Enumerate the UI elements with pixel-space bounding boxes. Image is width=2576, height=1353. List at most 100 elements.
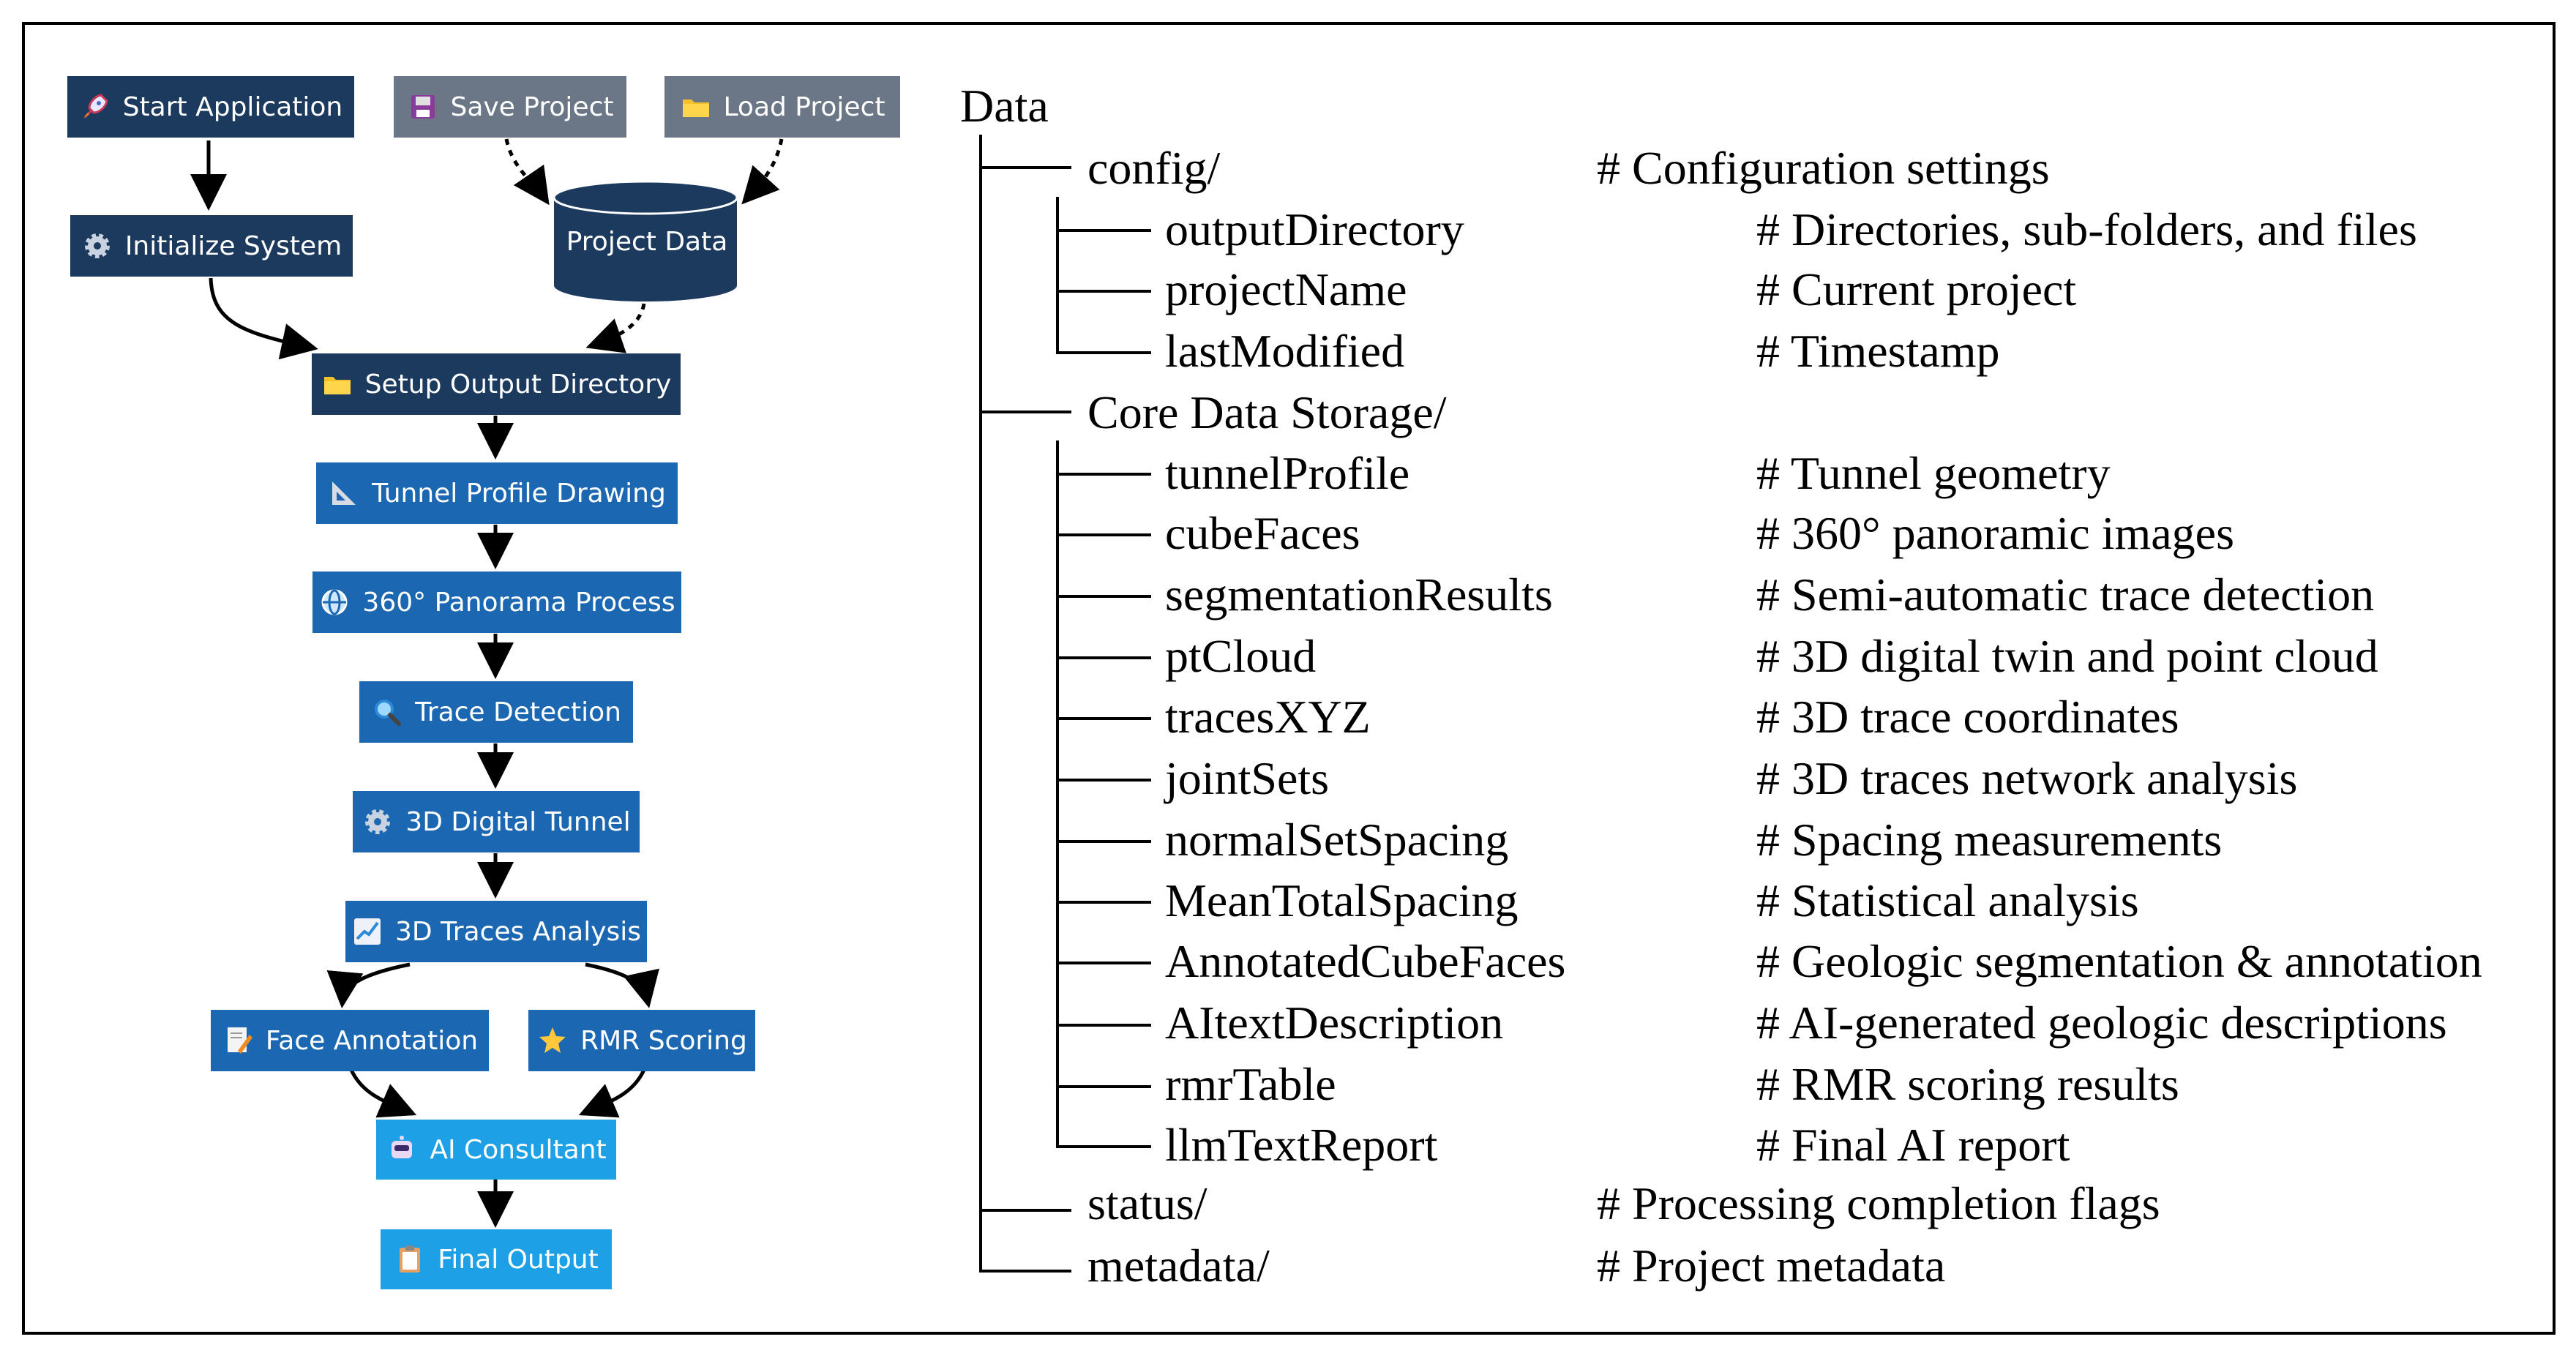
tunnel-profile-drawing-node: Tunnel Profile Drawing xyxy=(316,462,678,524)
tree-item-name: AnnotatedCubeFaces xyxy=(1165,935,1566,987)
line-chart-icon xyxy=(351,915,383,948)
tree-item-comment: # Timestamp xyxy=(1756,325,2000,377)
floppy-disk-icon xyxy=(407,91,439,123)
arrow-save-to-projectdata xyxy=(504,138,550,206)
digital-tunnel-node: 3D Digital Tunnel xyxy=(353,791,640,852)
tree-branch-line xyxy=(1056,717,1151,720)
digital-tunnel-label: 3D Digital Tunnel xyxy=(405,806,631,837)
start-application-node: Start Application xyxy=(67,76,354,138)
tree-item-comment: # 360° panoramic images xyxy=(1756,507,2234,559)
tree-item-comment: # 3D digital twin and point cloud xyxy=(1756,630,2378,682)
arrow-projectdata-to-setup xyxy=(585,303,646,353)
panorama-process-node: 360° Panorama Process xyxy=(312,571,681,633)
tree-item-name: segmentationResults xyxy=(1165,569,1553,621)
figure-border xyxy=(22,22,2556,1335)
tree-branch-line xyxy=(1056,840,1151,843)
tree-status-name: status/ xyxy=(1087,1177,1208,1229)
folder-icon xyxy=(321,368,353,400)
rocket-icon xyxy=(79,91,111,123)
tree-branch-line xyxy=(1056,290,1151,293)
tree-branch-core xyxy=(979,411,1071,413)
initialize-system-label: Initialize System xyxy=(124,231,342,261)
tree-item-name: rmrTable xyxy=(1165,1058,1336,1110)
tree-item-name: AItextDescription xyxy=(1165,997,1504,1049)
arrow-analysis-to-face xyxy=(326,962,411,1008)
tree-branch-line xyxy=(1056,779,1151,782)
tree-item-name: jointSets xyxy=(1165,752,1330,804)
tree-metadata-name: metadata/ xyxy=(1087,1240,1270,1292)
rmr-scoring-label: RMR Scoring xyxy=(580,1025,747,1056)
flowchart-connectors xyxy=(190,138,784,1228)
trace-detection-node: Trace Detection xyxy=(359,681,633,743)
face-annotation-label: Face Annotation xyxy=(265,1025,479,1056)
tree-root-label: Data xyxy=(960,80,1049,132)
tree-config-name: config/ xyxy=(1087,142,1221,194)
tree-item-name: tunnelProfile xyxy=(1165,447,1410,499)
rmr-scoring-node: RMR Scoring xyxy=(528,1010,755,1071)
tree-item-name: outputDirectory xyxy=(1165,203,1464,255)
tree-branch-line xyxy=(1056,1085,1151,1088)
project-data-label: Project Data xyxy=(566,227,728,257)
memo-icon xyxy=(222,1024,254,1057)
tree-branch-line xyxy=(1056,595,1151,598)
tree-item-comment: # AI-generated geologic descriptions xyxy=(1756,997,2447,1049)
load-project-node: Load Project xyxy=(664,76,900,138)
traces-analysis-node: 3D Traces Analysis xyxy=(345,901,647,962)
tree-trunk-config xyxy=(1056,197,1059,353)
arrow-rmr-to-ai xyxy=(578,1068,646,1118)
final-output-node: Final Output xyxy=(381,1229,612,1289)
tree-item-comment: # 3D traces network analysis xyxy=(1756,752,2298,804)
save-project-label: Save Project xyxy=(450,91,614,122)
tree-item-name: tracesXYZ xyxy=(1165,691,1371,743)
tree-item-comment: # 3D trace coordinates xyxy=(1756,691,2179,743)
tree-branch-status xyxy=(979,1209,1071,1212)
arrow-load-to-projectdata xyxy=(741,138,784,205)
folder-icon xyxy=(680,91,712,123)
tree-item-name: ptCloud xyxy=(1165,630,1317,682)
tree-item-comment: # Current project xyxy=(1756,263,2077,315)
magnifier-icon xyxy=(371,696,403,728)
tree-branch-line xyxy=(1056,901,1151,904)
trace-detection-label: Trace Detection xyxy=(415,697,621,727)
panorama-process-label: 360° Panorama Process xyxy=(362,587,675,618)
tree-item-name: lastModified xyxy=(1165,325,1405,377)
tree-item-name: cubeFaces xyxy=(1165,507,1360,559)
project-data-cylinder xyxy=(553,180,738,301)
tree-trunk-root xyxy=(979,135,982,1271)
ai-consultant-node: AI Consultant xyxy=(376,1120,616,1180)
tree-branch-line xyxy=(1056,473,1151,476)
start-application-label: Start Application xyxy=(122,91,343,122)
save-project-node: Save Project xyxy=(394,76,626,138)
tree-branch-metadata xyxy=(979,1270,1071,1273)
arrow-analysis-to-rmr xyxy=(585,962,659,1008)
initialize-system-node: Initialize System xyxy=(70,215,353,277)
clipboard-icon xyxy=(394,1243,426,1275)
tree-branch-line xyxy=(1056,533,1151,536)
ai-consultant-label: AI Consultant xyxy=(430,1134,607,1165)
robot-icon xyxy=(386,1133,418,1166)
tree-config-comment: # Configuration settings xyxy=(1597,142,2050,194)
tree-item-comment: # Tunnel geometry xyxy=(1756,447,2111,499)
face-annotation-node: Face Annotation xyxy=(211,1010,489,1071)
tree-status-comment: # Processing completion flags xyxy=(1597,1177,2160,1229)
setup-output-directory-label: Setup Output Directory xyxy=(364,369,672,400)
tree-branch-line xyxy=(1056,351,1151,354)
arrow-initialize-to-setup xyxy=(209,277,318,360)
setup-output-directory-node: Setup Output Directory xyxy=(312,353,681,415)
tree-item-name: llmTextReport xyxy=(1165,1119,1438,1171)
tree-branch-line xyxy=(1056,1145,1151,1148)
tree-item-name: projectName xyxy=(1165,263,1407,315)
tree-branch-config xyxy=(979,166,1071,169)
final-output-label: Final Output xyxy=(438,1244,599,1275)
tunnel-profile-drawing-label: Tunnel Profile Drawing xyxy=(372,478,666,509)
tree-item-comment: # RMR scoring results xyxy=(1756,1058,2179,1110)
arrow-face-to-ai xyxy=(349,1068,417,1118)
tree-item-comment: # Directories, sub-folders, and files xyxy=(1756,203,2417,255)
load-project-label: Load Project xyxy=(723,91,886,122)
tree-item-name: normalSetSpacing xyxy=(1165,814,1509,866)
tree-item-name: MeanTotalSpacing xyxy=(1165,874,1519,926)
tree-item-comment: # Statistical analysis xyxy=(1756,874,2139,926)
tree-branch-line xyxy=(1056,229,1151,232)
tree-branch-line xyxy=(1056,962,1151,964)
tree-trunk-core xyxy=(1056,441,1059,1147)
